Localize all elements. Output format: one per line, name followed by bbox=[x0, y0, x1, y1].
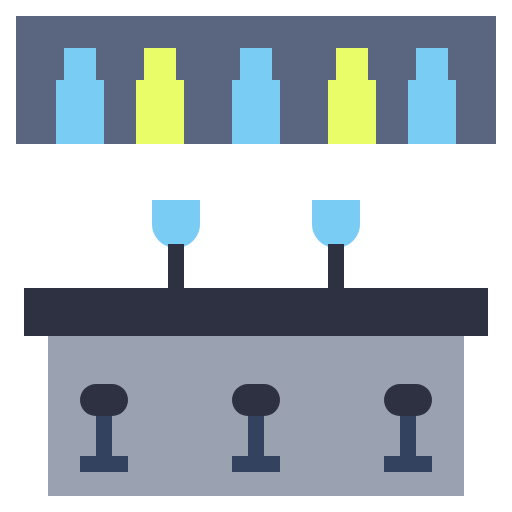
bottle-3 bbox=[232, 48, 280, 144]
bottle-neck bbox=[416, 48, 448, 82]
bottle-body bbox=[56, 80, 104, 144]
bottle-neck bbox=[64, 48, 96, 82]
stool-leg bbox=[96, 414, 112, 458]
stool-seat bbox=[232, 384, 280, 416]
bottle-1 bbox=[56, 48, 104, 144]
stool-seat bbox=[384, 384, 432, 416]
bottle-neck bbox=[144, 48, 176, 82]
bottle-neck bbox=[240, 48, 272, 82]
bottle-body bbox=[232, 80, 280, 144]
bottle-2 bbox=[136, 48, 184, 144]
bar-stool-2 bbox=[232, 384, 280, 472]
wine-glass-1 bbox=[152, 200, 200, 290]
stool-foot bbox=[80, 456, 128, 472]
bottle-body bbox=[328, 80, 376, 144]
stool-foot bbox=[384, 456, 432, 472]
bottle-4 bbox=[328, 48, 376, 144]
glass-stem bbox=[328, 244, 344, 290]
bar-stool-3 bbox=[384, 384, 432, 472]
wine-glass-2 bbox=[312, 200, 360, 290]
stool-seat bbox=[80, 384, 128, 416]
bottle-body bbox=[136, 80, 184, 144]
bottle-neck bbox=[336, 48, 368, 82]
stool-foot bbox=[232, 456, 280, 472]
bottle-body bbox=[408, 80, 456, 144]
stool-leg bbox=[248, 414, 264, 458]
counter-top bbox=[24, 288, 488, 336]
glass-bowl bbox=[312, 200, 360, 248]
stool-leg bbox=[400, 414, 416, 458]
glass-stem bbox=[168, 244, 184, 290]
bottle-5 bbox=[408, 48, 456, 144]
glass-bowl bbox=[152, 200, 200, 248]
bar-stool-1 bbox=[80, 384, 128, 472]
